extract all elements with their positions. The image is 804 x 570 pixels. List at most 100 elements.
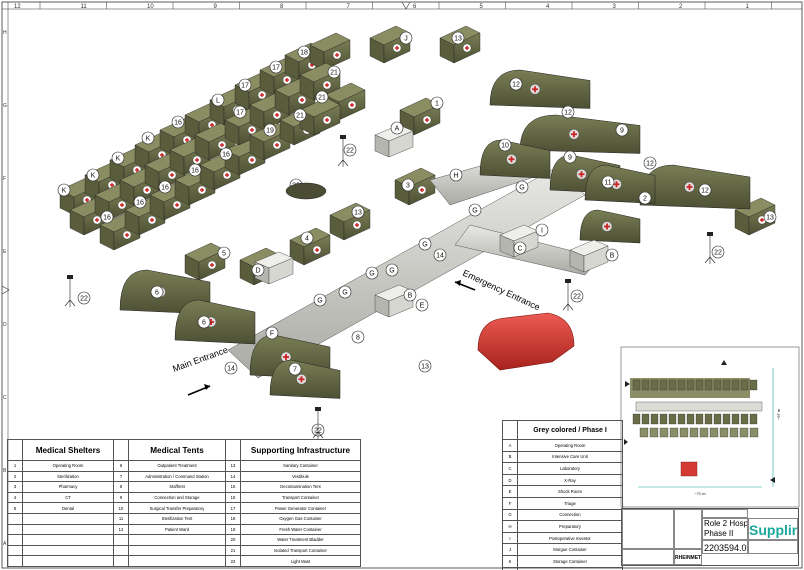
row-label: D bbox=[3, 322, 7, 328]
project-title: Role 2 HospitalPhase II bbox=[702, 518, 748, 540]
legend-cell: Patient Ward bbox=[128, 523, 226, 536]
phase-letter: D bbox=[502, 473, 518, 487]
legend-cell: Pharmacy bbox=[22, 481, 114, 493]
svg-text:F: F bbox=[270, 331, 274, 338]
svg-text:J: J bbox=[404, 36, 408, 43]
svg-text:G: G bbox=[342, 290, 347, 297]
item-marker bbox=[418, 237, 432, 251]
item-marker bbox=[401, 178, 415, 192]
legend-cell: 15 bbox=[225, 481, 241, 493]
phase-header: Grey colored / Phase I bbox=[517, 420, 623, 440]
light-mast bbox=[312, 410, 324, 439]
phase-letter: J bbox=[502, 543, 518, 556]
legend-cell: CT bbox=[22, 491, 114, 504]
legend-cell: 17 bbox=[225, 502, 241, 514]
svg-text:22: 22 bbox=[346, 148, 354, 155]
item-marker bbox=[385, 263, 399, 277]
svg-text:8: 8 bbox=[356, 335, 360, 342]
item-marker bbox=[763, 210, 777, 224]
svg-text:A: A bbox=[395, 126, 400, 133]
light-masts bbox=[64, 135, 716, 439]
item-marker bbox=[141, 131, 155, 145]
legend-cell bbox=[22, 544, 114, 557]
item-marker bbox=[415, 298, 429, 312]
svg-text:H: H bbox=[453, 173, 458, 180]
item-marker bbox=[601, 175, 615, 189]
phase-letter: K bbox=[502, 554, 518, 568]
item-marker bbox=[403, 288, 417, 302]
item-marker bbox=[399, 31, 413, 45]
item-marker bbox=[313, 293, 327, 307]
svg-text:K: K bbox=[146, 136, 151, 143]
legend-cell bbox=[128, 534, 226, 546]
phase-letter: F bbox=[502, 496, 518, 510]
item-marker bbox=[509, 77, 523, 91]
svg-text:22: 22 bbox=[573, 294, 581, 301]
legend-cell bbox=[22, 534, 114, 546]
legend-cell bbox=[113, 534, 129, 546]
svg-text:12: 12 bbox=[512, 82, 520, 89]
phase-description: Power Generator Container bbox=[517, 566, 623, 570]
item-marker bbox=[698, 183, 712, 197]
phase-one-shelters bbox=[254, 124, 609, 318]
item-marker bbox=[449, 168, 463, 182]
svg-text:7: 7 bbox=[293, 367, 297, 374]
center-mark-top bbox=[401, 1, 411, 10]
column-label: 8 bbox=[280, 4, 284, 10]
row-label: F bbox=[3, 176, 6, 182]
phase-letter: B bbox=[502, 450, 518, 464]
svg-text:13: 13 bbox=[354, 210, 362, 217]
svg-text:13: 13 bbox=[766, 215, 774, 222]
svg-text:21: 21 bbox=[330, 70, 338, 77]
item-marker bbox=[315, 90, 329, 104]
legend-cell: 19 bbox=[225, 523, 241, 536]
legend-cell bbox=[22, 555, 114, 567]
svg-text:C: C bbox=[517, 246, 522, 253]
legend-cell: 18 bbox=[225, 512, 241, 525]
legend-cell: 16 bbox=[225, 491, 241, 504]
row-label: A bbox=[3, 541, 7, 547]
item-marker bbox=[158, 180, 172, 194]
title-block: Role 2 HospitalPhase II Supplin 2203594.… bbox=[621, 508, 799, 566]
row-label: G bbox=[3, 103, 7, 109]
item-marker bbox=[100, 210, 114, 224]
phase-description: X-Ray bbox=[517, 473, 623, 487]
item-marker bbox=[433, 248, 447, 262]
item-marker bbox=[265, 326, 279, 340]
legend-cell: 14 bbox=[225, 470, 241, 483]
item-marker bbox=[111, 151, 125, 165]
main-entrance-label-1: Main Entrance bbox=[171, 345, 229, 374]
item-marker bbox=[224, 361, 238, 375]
column-label: 5 bbox=[480, 4, 484, 10]
legend-cell: 3 bbox=[7, 481, 23, 493]
legend-cell bbox=[113, 544, 129, 557]
item-marker bbox=[711, 245, 725, 259]
light-mast bbox=[562, 282, 574, 311]
legend-cell: Light Mast bbox=[240, 555, 361, 567]
item-markers: KKKK161616161616L17171821212117192022J13… bbox=[57, 31, 777, 437]
item-marker bbox=[233, 105, 247, 119]
svg-text:K: K bbox=[116, 156, 121, 163]
legend-cell bbox=[22, 523, 114, 536]
svg-text:6: 6 bbox=[155, 290, 159, 297]
svg-text:18: 18 bbox=[300, 50, 308, 57]
phase-description: Operating Room bbox=[517, 439, 623, 452]
legend-cell: 11 bbox=[113, 512, 129, 525]
svg-text:3: 3 bbox=[406, 183, 410, 190]
olive-tent bbox=[639, 164, 751, 210]
item-marker bbox=[615, 123, 629, 137]
svg-text:21: 21 bbox=[318, 95, 326, 102]
phase-letter: G bbox=[502, 508, 518, 522]
item-marker bbox=[513, 241, 527, 255]
phase-description: Postoperative Investor bbox=[517, 531, 623, 545]
column-label: 12 bbox=[14, 4, 21, 10]
